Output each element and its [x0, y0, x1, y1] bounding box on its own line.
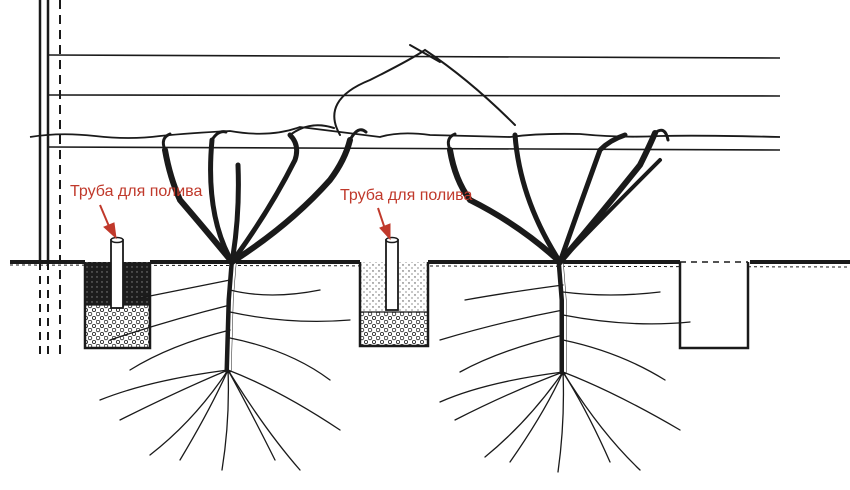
watering-pipe-right — [385, 236, 399, 311]
pipe-label-left: Труба для полива — [70, 183, 203, 200]
pipe-arrow-right — [377, 207, 391, 241]
trellis-post — [38, 0, 61, 355]
grapevine-right — [333, 44, 691, 473]
pipe-label-right: Труба для полива — [340, 187, 473, 204]
watering-pipe-left — [110, 236, 124, 309]
pipe-arrow-left — [99, 204, 117, 240]
grapevine-left — [99, 124, 368, 471]
trench-empty — [678, 261, 750, 350]
